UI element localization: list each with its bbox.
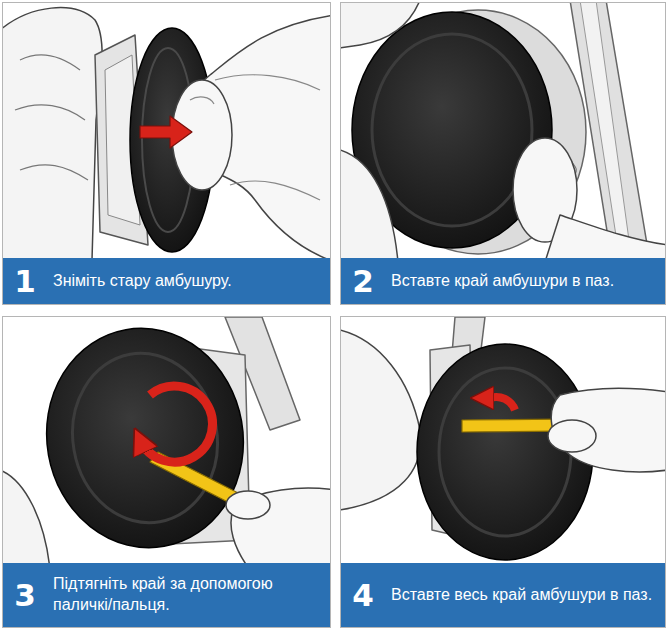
step-number: 4 xyxy=(341,580,385,611)
step-caption: Вставте весь край амбушури в паз. xyxy=(385,579,665,612)
step-caption: Вставте край амбушури в паз. xyxy=(385,265,665,298)
step-number: 1 xyxy=(3,266,47,297)
step-number: 3 xyxy=(3,580,47,611)
step-caption: Підтягніть край за допомогою паличкі/пал… xyxy=(47,568,330,622)
step-caption: Зніміть стару амбушуру. xyxy=(47,265,330,298)
caption-band: 2Вставте край амбушури в паз. xyxy=(341,258,665,304)
caption-band: 3Підтягніть край за допомогою паличкі/па… xyxy=(3,563,330,627)
caption-band: 1Зніміть стару амбушуру. xyxy=(3,258,330,304)
step-number: 2 xyxy=(341,266,385,297)
caption-band: 4Вставте весь край амбушури в паз. xyxy=(341,563,665,627)
